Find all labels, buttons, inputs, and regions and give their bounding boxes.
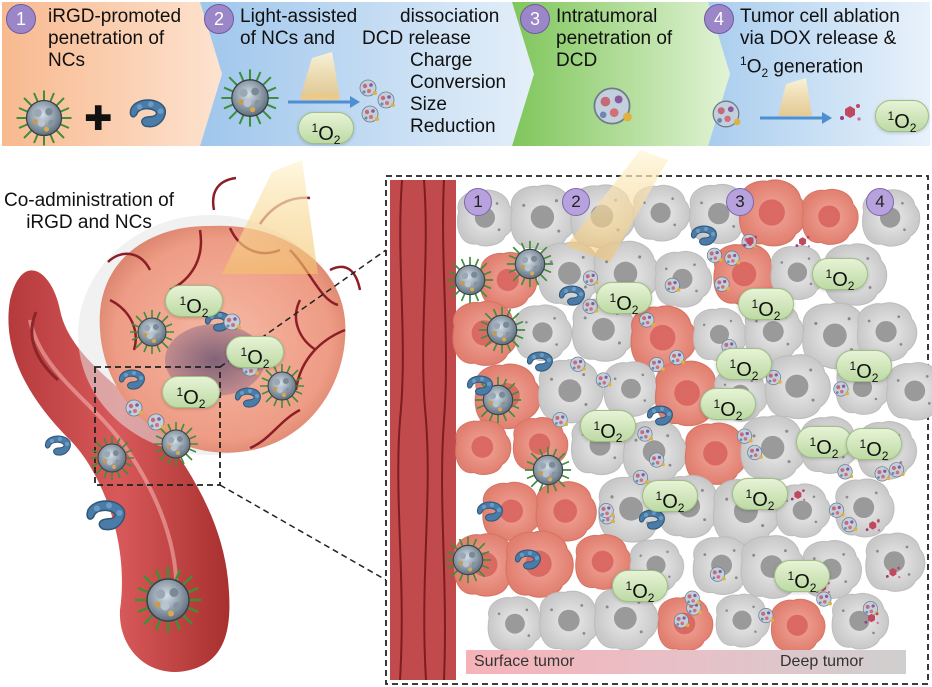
nanocluster-icon bbox=[478, 306, 526, 354]
singlet-oxygen-label: 1O2 bbox=[774, 560, 830, 595]
zoom-region-box bbox=[94, 366, 221, 486]
nanocluster-icon bbox=[129, 309, 175, 355]
deep-tumor-label: Deep tumor bbox=[780, 653, 864, 670]
singlet-oxygen-label: 1O2 bbox=[700, 388, 756, 423]
step-2-dissociation: dissociation bbox=[400, 6, 500, 27]
nanocluster-icon bbox=[133, 565, 203, 635]
singlet-oxygen-label: 1O2 bbox=[642, 480, 698, 515]
nanocluster-icon bbox=[89, 435, 135, 481]
singlet-oxygen-label: 1O2 bbox=[732, 478, 788, 513]
step-2-text: Light-assisted of NCs and bbox=[240, 6, 358, 49]
nanocluster-icon bbox=[474, 376, 522, 424]
singlet-oxygen-label: 1O2 bbox=[716, 348, 772, 383]
plus-icon: ✚ bbox=[84, 100, 113, 138]
singlet-oxygen-label: 1O2 bbox=[165, 285, 223, 320]
zoom-step-4-badge: 4 bbox=[866, 188, 894, 216]
singlet-oxygen-label: 1O2 bbox=[612, 570, 668, 605]
singlet-oxygen-label: 1O2 bbox=[738, 288, 794, 323]
step-2-badge: 2 bbox=[204, 4, 234, 34]
nanocluster-icon bbox=[446, 256, 494, 304]
depth-gradient-bar bbox=[466, 650, 906, 674]
nanocluster-icon bbox=[15, 89, 73, 147]
zoom-step-3-badge: 3 bbox=[726, 188, 754, 216]
coadmin-label: Co-administration of iRGD and NCs bbox=[4, 190, 175, 233]
singlet-oxygen-label: 1O2 bbox=[580, 410, 636, 445]
step-1-text: iRGD-promoted penetration of NCs bbox=[48, 6, 182, 71]
singlet-oxygen-label: 1O2 bbox=[846, 428, 902, 463]
singlet-oxygen-label: 1O2 bbox=[162, 376, 220, 411]
banner-step2 bbox=[200, 2, 534, 146]
step-2-dcd-release: DCD release bbox=[362, 28, 471, 49]
light-beam-icon bbox=[566, 150, 668, 262]
step-4-text: Tumor cell ablation via DOX release & bbox=[740, 6, 900, 49]
step-4-line3: 1O2 generation bbox=[740, 54, 864, 81]
irgd-peptide-icon bbox=[86, 500, 126, 531]
singlet-oxygen-label: 1O2 bbox=[875, 100, 929, 135]
singlet-oxygen-label: 1O2 bbox=[596, 282, 652, 317]
singlet-oxygen-label: 1O2 bbox=[836, 350, 892, 385]
surface-tumor-label: Surface tumor bbox=[474, 653, 575, 670]
light-beam-icon bbox=[300, 52, 340, 98]
nanocluster-icon bbox=[220, 68, 280, 128]
zoom-step-2-badge: 2 bbox=[562, 188, 590, 216]
step-3-badge: 3 bbox=[520, 4, 550, 34]
banner-step4 bbox=[708, 2, 930, 146]
step-4-badge: 4 bbox=[704, 4, 734, 34]
singlet-oxygen-label: 1O2 bbox=[796, 426, 852, 461]
tumor-cell-icon bbox=[886, 362, 932, 421]
step-2-conversion: Charge Conversion Size Reduction bbox=[410, 50, 507, 137]
irgd-peptide-icon bbox=[44, 435, 71, 456]
light-beam-icon bbox=[778, 78, 812, 116]
light-beam-icon bbox=[222, 160, 318, 274]
step-3-text: Intratumoral penetration of DCD bbox=[556, 6, 673, 71]
nanocluster-icon bbox=[524, 446, 572, 494]
nanocluster-icon bbox=[506, 240, 554, 288]
banner-step3 bbox=[512, 2, 730, 146]
nanocluster-icon bbox=[444, 536, 492, 584]
singlet-oxygen-label: 1O2 bbox=[298, 112, 354, 147]
step-1-badge: 1 bbox=[6, 4, 36, 34]
singlet-oxygen-label: 1O2 bbox=[226, 336, 284, 371]
singlet-oxygen-label: 1O2 bbox=[812, 258, 868, 293]
zoom-step-1-badge: 1 bbox=[464, 188, 492, 216]
